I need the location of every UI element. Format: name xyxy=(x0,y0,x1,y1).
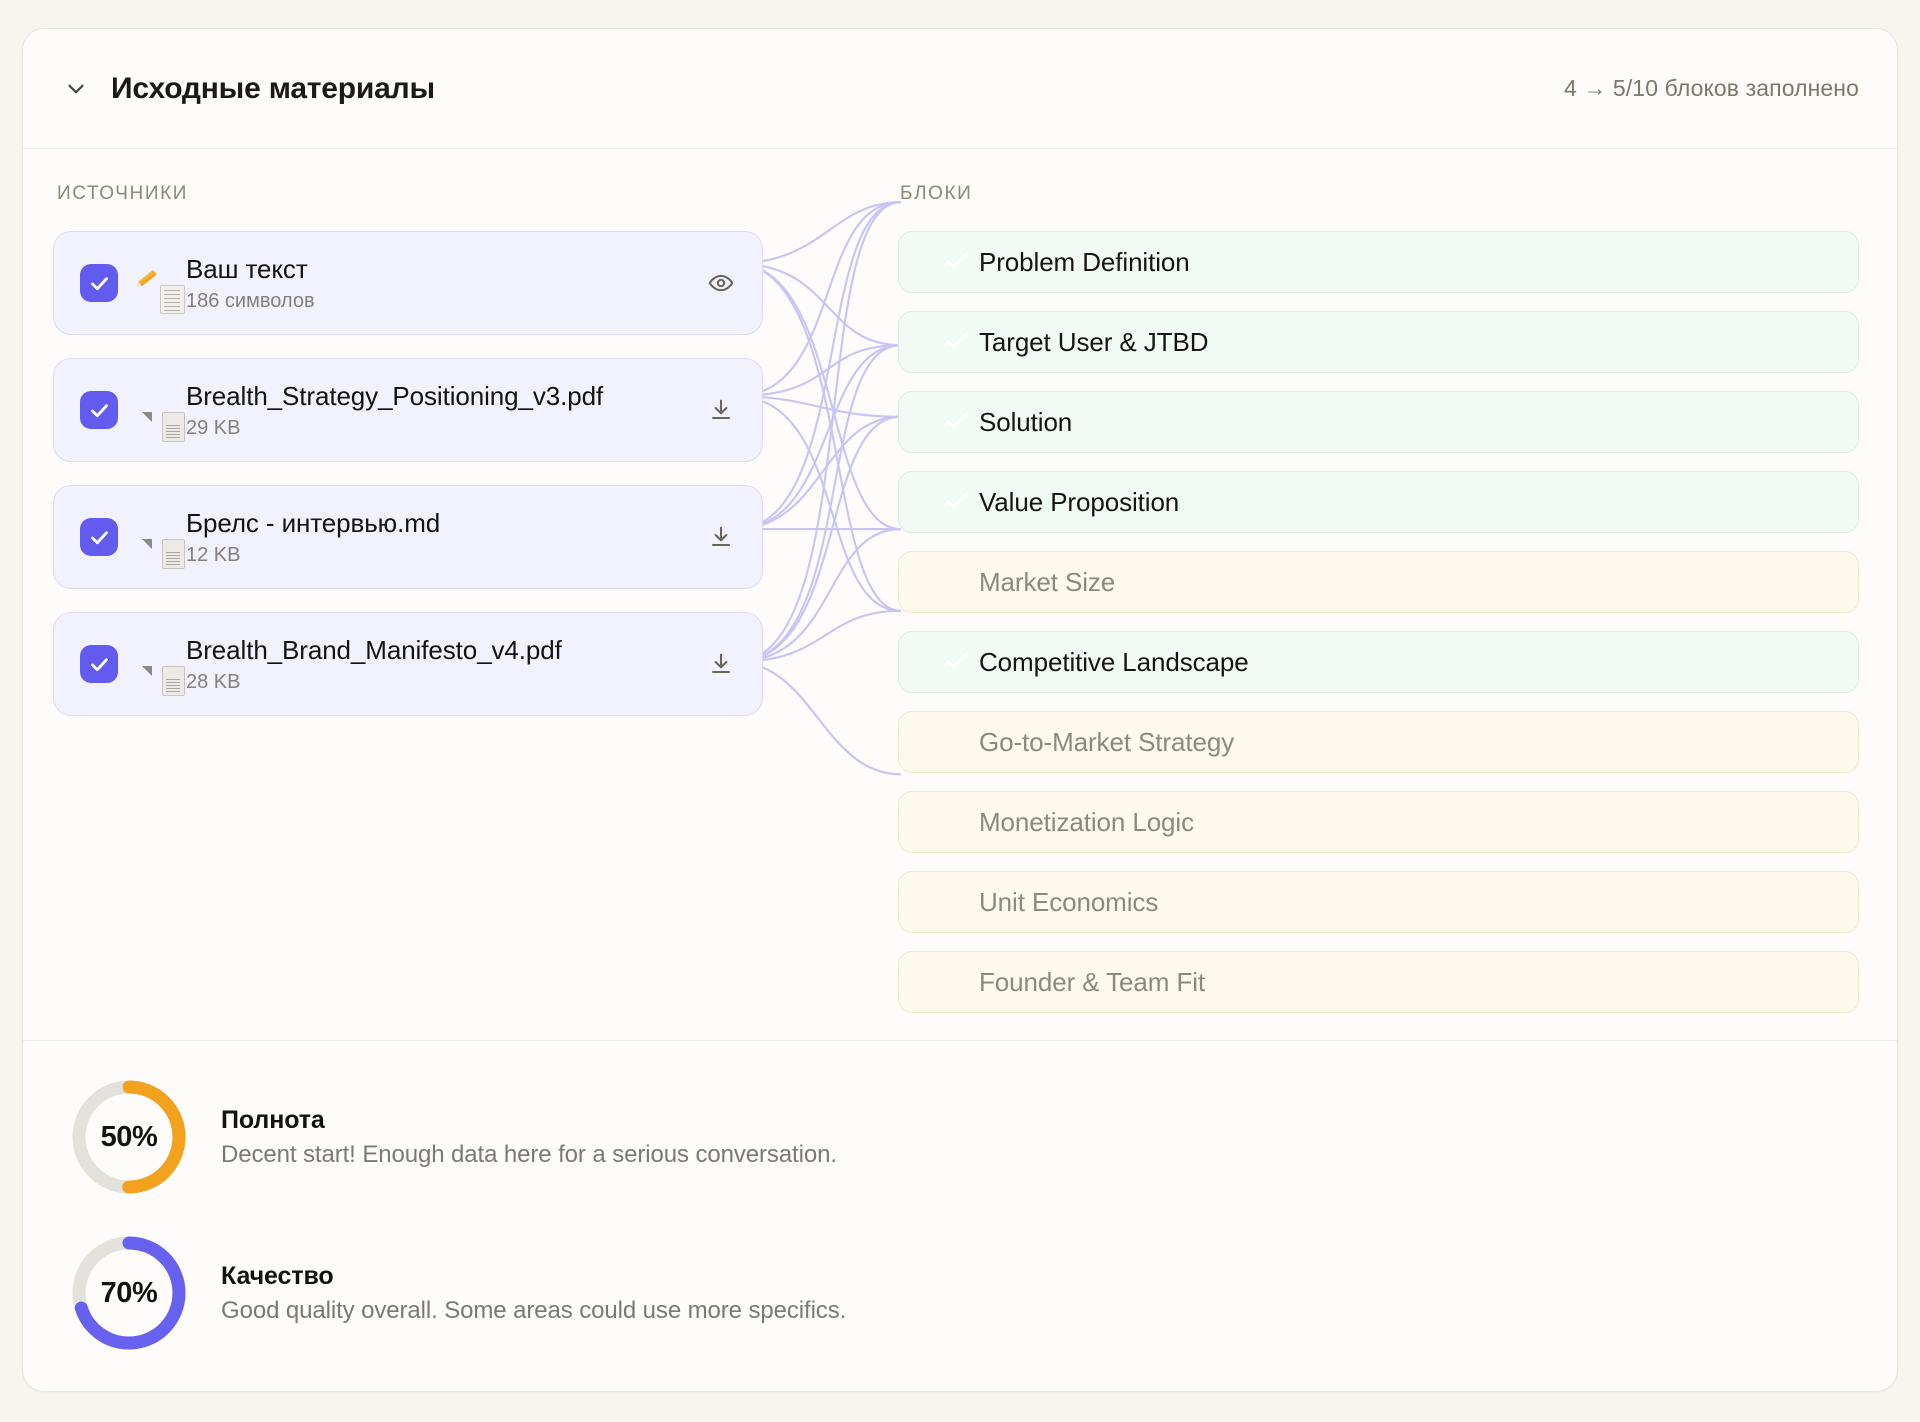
source-card-your-text[interactable]: Ваш текст 186 символов xyxy=(53,231,763,335)
block-row-market-size[interactable]: Market Size xyxy=(898,551,1859,613)
panel-header-left: Исходные материалы xyxy=(63,72,435,106)
quality-value: 70% xyxy=(100,1276,158,1309)
connector-gutter xyxy=(763,183,898,1031)
quality-donut-chart: 70% xyxy=(67,1231,191,1355)
block-row-competitive-landscape[interactable]: Competitive Landscape xyxy=(898,631,1859,693)
metric-completeness: 50% Полнота Decent start! Enough data he… xyxy=(67,1075,1857,1199)
download-icon[interactable] xyxy=(704,520,738,554)
completeness-donut-arc xyxy=(72,1080,186,1194)
white-circle-emoji-icon xyxy=(925,725,959,759)
block-row-go-to-market-strategy[interactable]: Go-to-Market Strategy xyxy=(898,711,1859,773)
source-meta: 12 KB xyxy=(186,543,241,566)
metric-description: Decent start! Enough data here for a ser… xyxy=(221,1140,837,1168)
panel-body: ИСТОЧНИКИ Ваш текст 186 символов xyxy=(23,149,1897,1041)
block-label: Monetization Logic xyxy=(979,806,1194,837)
check-mark-emoji-icon xyxy=(925,645,959,679)
metric-title: Качество xyxy=(221,1261,334,1290)
block-row-founder-team-fit[interactable]: Founder & Team Fit xyxy=(898,951,1859,1013)
block-label: Unit Economics xyxy=(979,886,1159,917)
quality-metrics-footer: 50% Полнота Decent start! Enough data he… xyxy=(23,1041,1897,1391)
completeness-text: Полнота Decent start! Enough data here f… xyxy=(221,1106,837,1169)
metric-quality: 70% Качество Good quality overall. Some … xyxy=(67,1231,1857,1355)
block-label: Target User & JTBD xyxy=(979,326,1209,357)
source-meta: 186 символов xyxy=(186,289,315,312)
quality-donut-arc xyxy=(72,1236,186,1350)
block-label: Problem Definition xyxy=(979,246,1190,277)
sources-column: ИСТОЧНИКИ Ваш текст 186 символов xyxy=(53,183,763,1031)
source-name: Brealth_Strategy_Positioning_v3.pdf xyxy=(186,380,604,411)
check-mark-emoji-icon xyxy=(925,325,959,359)
source-checkbox[interactable] xyxy=(80,391,118,429)
metric-title: Полнота xyxy=(221,1105,325,1134)
block-label: Competitive Landscape xyxy=(979,646,1249,677)
source-checkbox[interactable] xyxy=(80,518,118,556)
completeness-donut-chart: 50% xyxy=(67,1075,191,1199)
source-info: Brealth_Brand_Manifesto_v4.pdf 28 KB xyxy=(186,635,704,694)
check-mark-emoji-icon xyxy=(925,245,959,279)
download-icon[interactable] xyxy=(704,647,738,681)
source-card-interview-md[interactable]: Брелс - интервью.md 12 KB xyxy=(53,485,763,589)
block-label: Go-to-Market Strategy xyxy=(979,726,1235,757)
block-row-monetization-logic[interactable]: Monetization Logic xyxy=(898,791,1859,853)
block-label: Market Size xyxy=(979,566,1116,597)
chevron-down-icon[interactable] xyxy=(63,76,89,102)
source-info: Brealth_Strategy_Positioning_v3.pdf 29 K… xyxy=(186,381,704,440)
check-mark-emoji-icon xyxy=(925,485,959,519)
source-info: Ваш текст 186 символов xyxy=(186,254,704,313)
source-checkbox[interactable] xyxy=(80,264,118,302)
eye-icon[interactable] xyxy=(704,266,738,300)
source-checkbox[interactable] xyxy=(80,645,118,683)
download-icon[interactable] xyxy=(704,393,738,427)
white-circle-emoji-icon xyxy=(925,885,959,919)
source-meta: 28 KB xyxy=(186,670,241,693)
block-row-value-proposition[interactable]: Value Proposition xyxy=(898,471,1859,533)
completeness-value: 50% xyxy=(100,1120,158,1153)
check-mark-emoji-icon xyxy=(925,405,959,439)
block-row-solution[interactable]: Solution xyxy=(898,391,1859,453)
source-materials-panel: Исходные материалы 4 → 5/10 блоков запол… xyxy=(22,28,1898,1392)
sources-column-label: ИСТОЧНИКИ xyxy=(57,183,189,204)
page-title: Исходные материалы xyxy=(111,71,435,105)
white-circle-emoji-icon xyxy=(925,565,959,599)
block-row-unit-economics[interactable]: Unit Economics xyxy=(898,871,1859,933)
source-name: Brealth_Brand_Manifesto_v4.pdf xyxy=(186,634,562,665)
panel-header[interactable]: Исходные материалы 4 → 5/10 блоков запол… xyxy=(23,29,1897,149)
source-meta: 29 KB xyxy=(186,416,241,439)
sources-blocks-columns: ИСТОЧНИКИ Ваш текст 186 символов xyxy=(53,183,1859,1031)
source-name: Брелс - интервью.md xyxy=(186,507,441,538)
block-row-target-user-jtbd[interactable]: Target User & JTBD xyxy=(898,311,1859,373)
block-label: Founder & Team Fit xyxy=(979,966,1206,997)
source-card-manifesto-pdf[interactable]: Brealth_Brand_Manifesto_v4.pdf 28 KB xyxy=(53,612,763,716)
blocks-progress-status: 4 → 5/10 блоков заполнено xyxy=(1563,75,1859,101)
blocks-column: БЛОКИ Problem Definition Target User & J… xyxy=(898,183,1859,1031)
source-info: Брелс - интервью.md 12 KB xyxy=(186,508,704,567)
block-label: Value Proposition xyxy=(979,486,1180,517)
blocks-column-label: БЛОКИ xyxy=(900,183,973,204)
block-label: Solution xyxy=(979,406,1073,437)
white-circle-emoji-icon xyxy=(925,805,959,839)
quality-text: Качество Good quality overall. Some area… xyxy=(221,1262,846,1325)
white-circle-emoji-icon xyxy=(925,965,959,999)
source-name: Ваш текст xyxy=(186,253,308,284)
block-row-problem-definition[interactable]: Problem Definition xyxy=(898,231,1859,293)
source-card-strategy-pdf[interactable]: Brealth_Strategy_Positioning_v3.pdf 29 K… xyxy=(53,358,763,462)
metric-description: Good quality overall. Some areas could u… xyxy=(221,1296,847,1324)
